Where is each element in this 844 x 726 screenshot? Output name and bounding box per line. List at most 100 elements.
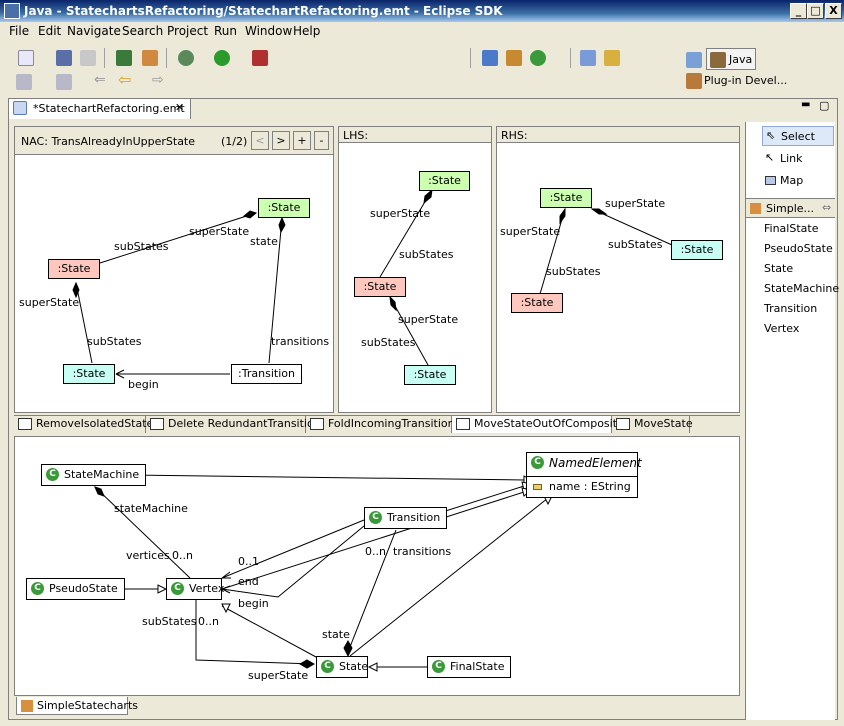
tab-move-state[interactable]: MoveState — [612, 416, 693, 433]
nac-state-bottom[interactable]: :State — [63, 364, 115, 384]
menu-window[interactable]: Window — [245, 24, 293, 38]
edit-icon[interactable] — [16, 74, 32, 90]
edge-label: state — [250, 235, 278, 248]
class-icon: C — [531, 456, 544, 469]
java-perspective-button[interactable]: Java — [706, 48, 756, 70]
nac-remove-button[interactable]: - — [314, 131, 329, 150]
tab-move-state-out-of-composite[interactable]: MoveStateOutOfComposite — [452, 416, 624, 433]
maximize-button[interactable]: □ — [807, 3, 824, 19]
forward-icon[interactable]: ⇨ — [152, 72, 164, 88]
palette-item[interactable]: FinalState — [764, 222, 819, 235]
new-type-icon[interactable] — [506, 50, 522, 66]
edge-label: subStates — [114, 240, 169, 253]
rhs-state-bottom[interactable]: :State — [511, 293, 563, 313]
class-named-element[interactable]: C NamedElement name : EString — [526, 452, 642, 498]
edge-label: stateMachine — [114, 502, 188, 515]
plugin-perspective-button[interactable]: Plug-in Devel... — [682, 72, 802, 90]
edge-label: state — [322, 628, 350, 641]
menu-project[interactable]: Project — [167, 24, 209, 38]
save-icon[interactable] — [56, 50, 72, 66]
edge-label: subStates — [546, 265, 601, 278]
lhs-state-top[interactable]: :State — [419, 171, 470, 191]
palette-map[interactable]: Map — [762, 172, 834, 190]
editor-tab[interactable]: *StatechartRefactoring.emt ✕ — [9, 99, 191, 119]
lhs-state-bottom[interactable]: :State — [404, 365, 456, 385]
window-title: Java - StatechartsRefactoring/Statechart… — [24, 4, 503, 18]
nac-prev-button[interactable]: < — [251, 131, 269, 150]
palette-item[interactable]: PseudoState — [764, 242, 833, 255]
link-icon: ↖ — [765, 151, 775, 164]
toolbar: ⇐ ⇦ ⇨ — [0, 42, 680, 94]
grid-icon[interactable] — [142, 50, 158, 66]
back-icon[interactable]: ⇦ — [118, 70, 132, 89]
rule-icon — [456, 418, 470, 430]
nac-state-top[interactable]: :State — [258, 198, 310, 218]
rhs-panel[interactable]: RHS: — [496, 126, 740, 413]
search-icon[interactable] — [604, 50, 620, 66]
nac-state-left[interactable]: :State — [48, 259, 100, 279]
class-icon: C — [171, 582, 184, 595]
palette-item[interactable]: Vertex — [764, 322, 800, 335]
close-tab-icon[interactable]: ✕ — [175, 101, 185, 114]
hierarchy-icon[interactable] — [116, 50, 132, 66]
print-icon[interactable] — [80, 50, 96, 66]
class-icon: C — [31, 582, 44, 595]
tab-delete-redundant-transition[interactable]: Delete RedundantTransition — [146, 416, 321, 433]
edge-label: transitions — [393, 545, 452, 558]
minimize-editor-icon[interactable]: ▬ — [801, 99, 811, 110]
nac-next-button[interactable]: > — [272, 131, 290, 150]
tab-fold-incoming-transitions[interactable]: FoldIncomingTransitions — [306, 416, 460, 433]
palette-drawer[interactable]: Simple... ⇔ — [746, 198, 835, 218]
edge-label: subStates — [142, 615, 197, 628]
maximize-editor-icon[interactable]: ▢ — [819, 99, 830, 112]
menu-edit[interactable]: Edit — [38, 24, 62, 38]
palette-item[interactable]: StateMachine — [764, 282, 840, 295]
close-button[interactable]: X — [825, 3, 842, 19]
nac-add-button[interactable]: + — [293, 131, 311, 150]
edge-label: superState — [500, 225, 561, 238]
new-class-icon[interactable] — [530, 50, 546, 66]
next-annotation-icon[interactable] — [56, 74, 72, 90]
palette-item[interactable]: State — [764, 262, 794, 275]
open-type-icon[interactable] — [580, 50, 596, 66]
palette-link[interactable]: ↖ Link — [765, 151, 803, 165]
plugin-icon — [686, 73, 702, 89]
emt-file-icon — [13, 101, 27, 115]
edge-label: superState — [605, 197, 666, 210]
menu-navigate[interactable]: Navigate — [67, 24, 121, 38]
back-history-icon[interactable]: ⇐ — [94, 72, 106, 88]
external-tools-icon[interactable] — [252, 50, 268, 66]
rhs-title: RHS: — [501, 129, 528, 142]
menu-search[interactable]: Search — [122, 24, 164, 38]
new-package-icon[interactable] — [482, 50, 498, 66]
edge-label: subStates — [608, 238, 663, 251]
menu-help[interactable]: Help — [293, 24, 321, 38]
rhs-state-top[interactable]: :State — [540, 188, 592, 208]
lhs-state-mid[interactable]: :State — [354, 277, 406, 297]
palette-select[interactable]: ⇖ Select — [762, 126, 834, 146]
edge-label: 0..n — [365, 545, 386, 558]
tab-remove-isolated-state[interactable]: RemoveIsolatedState — [14, 416, 153, 433]
rhs-state-right[interactable]: :State — [671, 240, 723, 260]
tab-simple-statecharts[interactable]: SimpleStatecharts — [16, 697, 138, 715]
debug-icon[interactable] — [178, 50, 194, 66]
menu-file[interactable]: File — [9, 24, 30, 38]
rule-icon — [310, 418, 324, 430]
run-icon[interactable] — [214, 50, 230, 66]
nac-transition[interactable]: :Transition — [231, 364, 302, 384]
new-icon[interactable] — [18, 50, 34, 66]
minimize-button[interactable]: _ — [790, 3, 807, 19]
collapse-icon[interactable]: ⇔ — [822, 201, 832, 214]
open-perspective-icon[interactable] — [686, 52, 702, 68]
palette-item[interactable]: Transition — [764, 302, 818, 315]
menu-run[interactable]: Run — [214, 24, 238, 38]
edge-label: 0..n — [172, 549, 193, 562]
edge-label: superState — [189, 225, 250, 238]
